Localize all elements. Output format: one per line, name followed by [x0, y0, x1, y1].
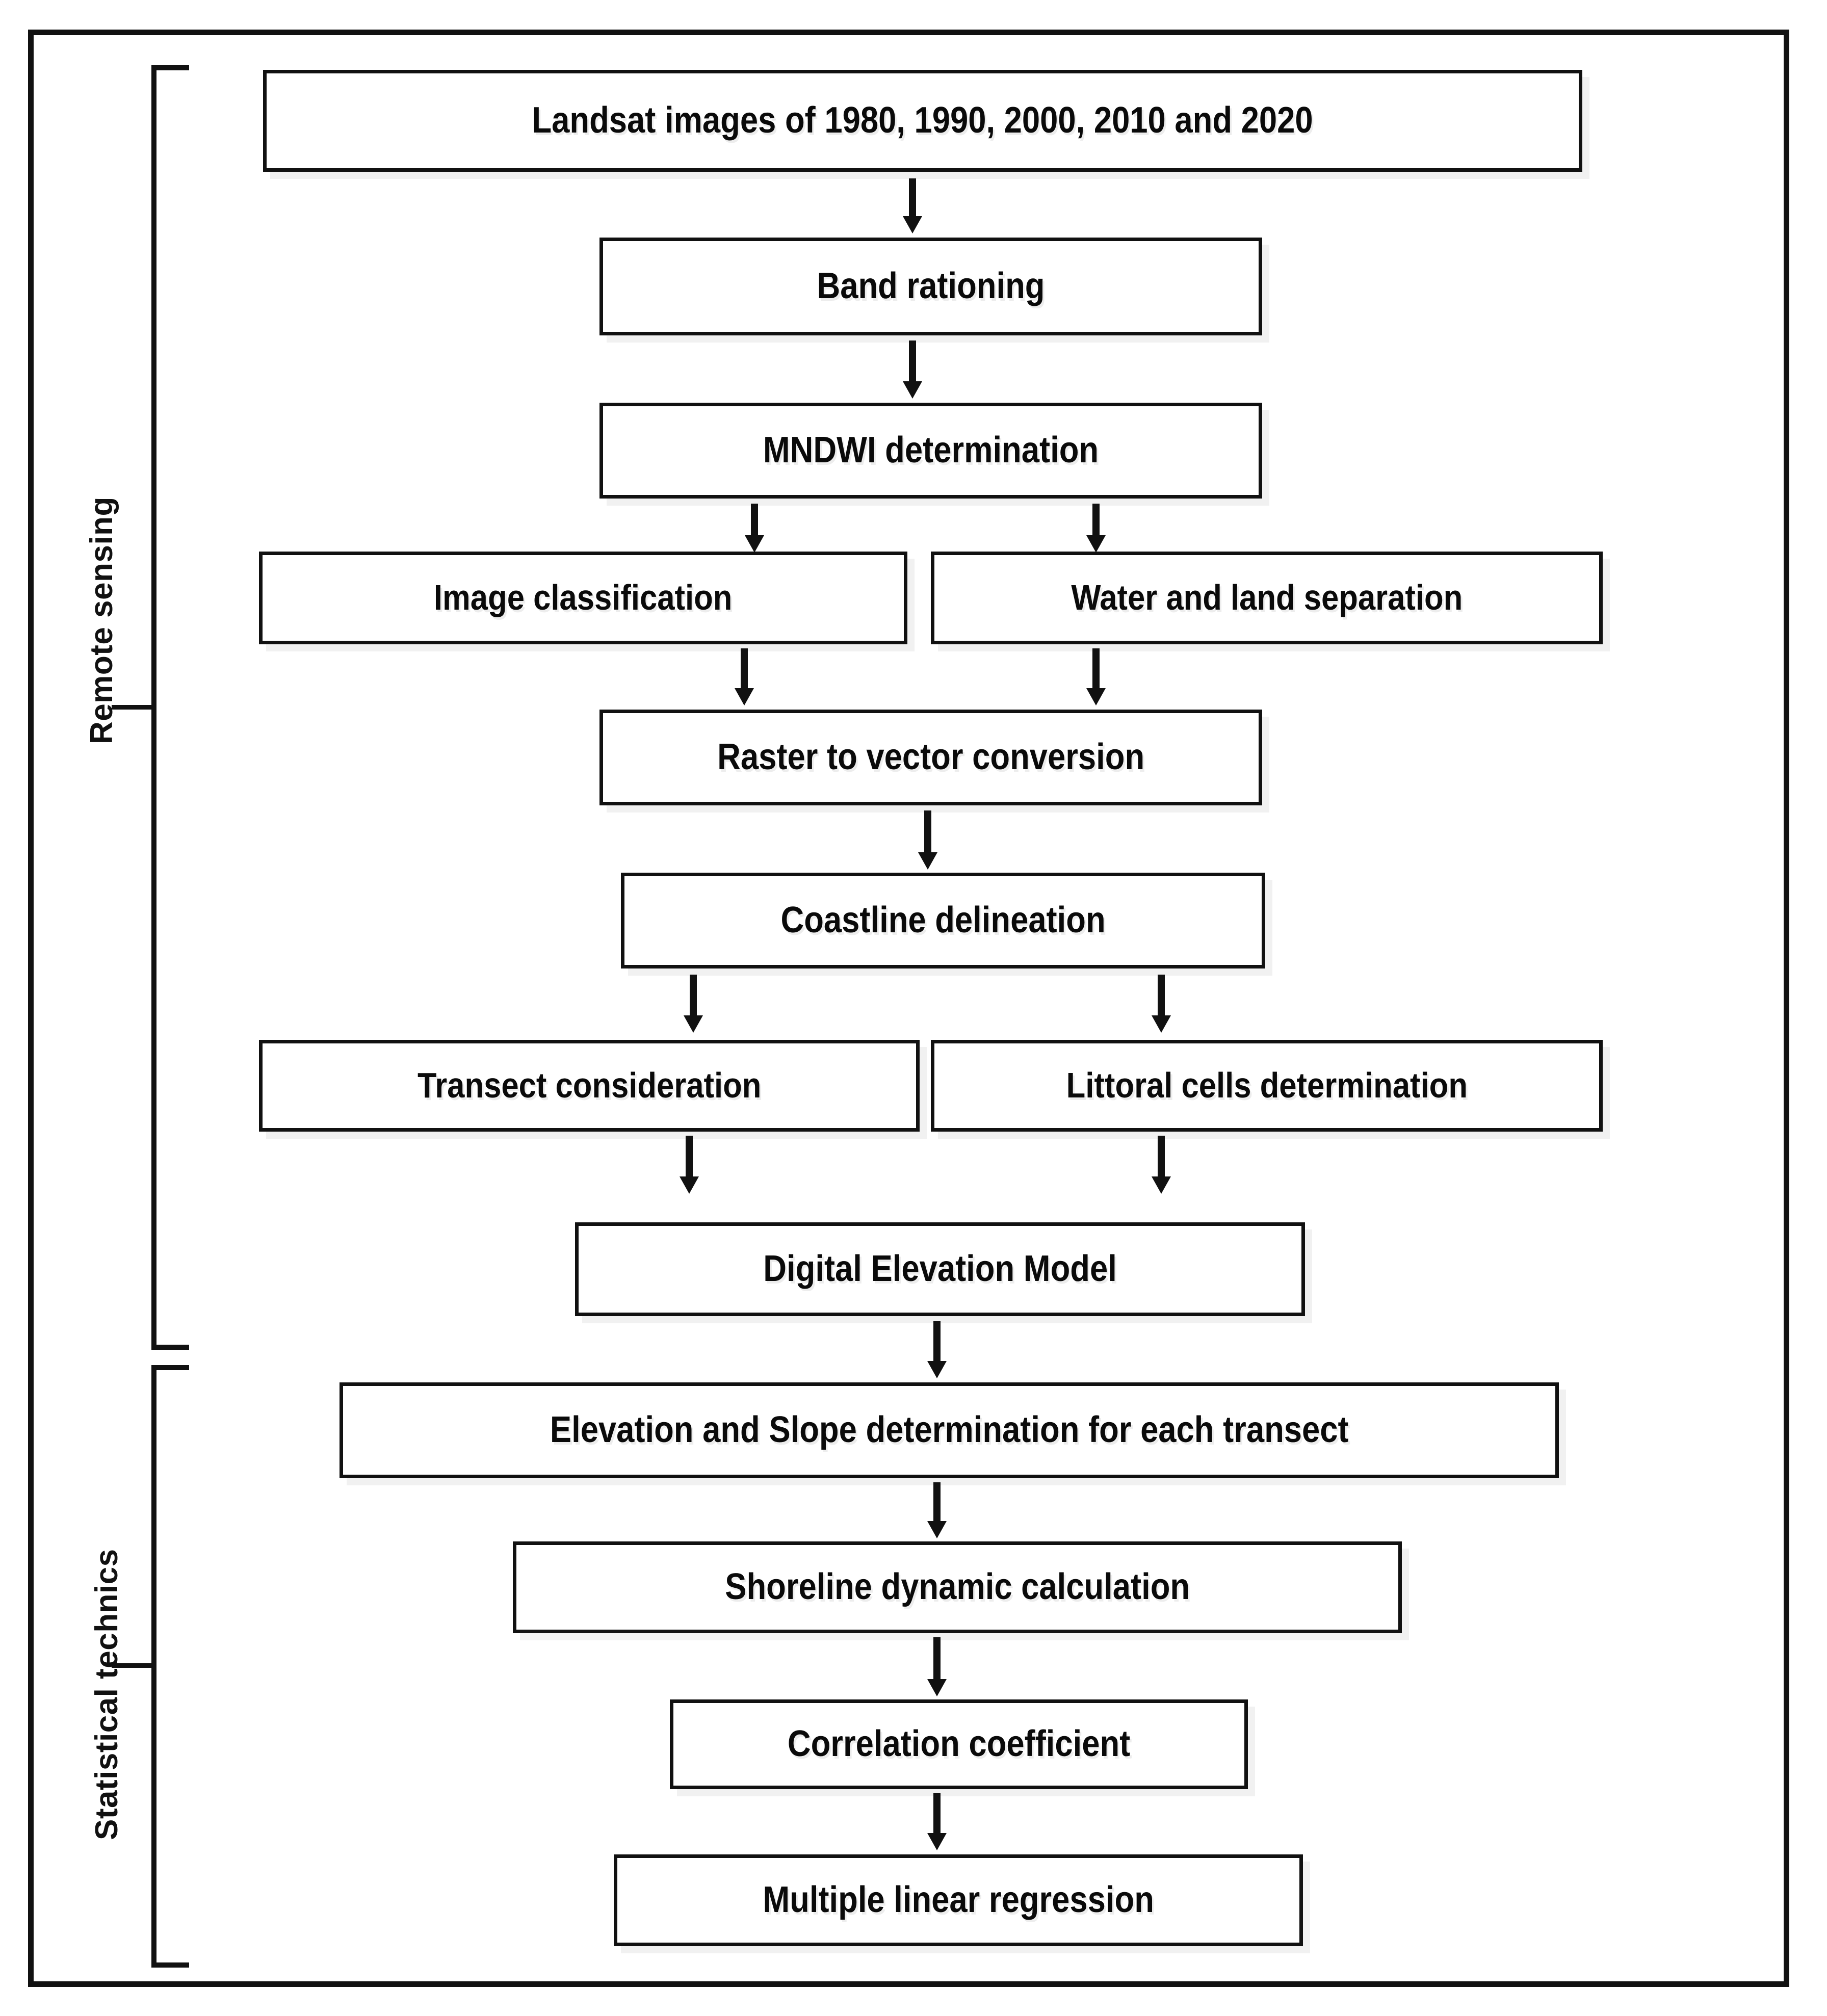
node-band-rationing[interactable]: Band rationing — [599, 238, 1262, 335]
edge-band-rationing-to-mndwi — [902, 341, 923, 399]
node-image-classification[interactable]: Image classification — [259, 552, 907, 644]
node-coastline-delineation[interactable]: Coastline delineation — [621, 873, 1265, 968]
figure-outer-frame — [28, 30, 1789, 1987]
edge-shoreline-to-correlation — [927, 1637, 947, 1696]
brace-statistical-technics — [112, 1365, 189, 1968]
node-digital-elevation-model[interactable]: Digital Elevation Model — [575, 1222, 1305, 1316]
brace-stub-top — [151, 1365, 189, 1370]
edge-water-land-to-raster — [1086, 648, 1106, 705]
node-water-land-separation[interactable]: Water and land separation — [931, 552, 1603, 644]
node-landsat-images[interactable]: Landsat images of 1980, 1990, 2000, 2010… — [263, 70, 1582, 172]
brace-mid-pointer — [112, 705, 155, 710]
node-raster-to-vector[interactable]: Raster to vector conversion — [599, 710, 1262, 805]
brace-stub-bottom — [151, 1962, 189, 1968]
brace-remote-sensing — [112, 65, 189, 1350]
edge-raster-to-coastline — [918, 810, 938, 870]
node-shoreline-dynamic[interactable]: Shoreline dynamic calculation — [513, 1541, 1402, 1633]
group-label-remote-sensing: Remote sensing — [84, 496, 119, 744]
edge-dem-to-elevation-slope — [927, 1321, 947, 1378]
edge-image-classification-to-raster — [734, 648, 754, 705]
edge-landsat-to-band-rationing — [902, 178, 923, 233]
node-correlation-coefficient[interactable]: Correlation coefficient — [670, 1699, 1248, 1789]
node-littoral-cells[interactable]: Littoral cells determination — [931, 1040, 1603, 1132]
node-multiple-linear-regression[interactable]: Multiple linear regression — [614, 1854, 1303, 1946]
node-elevation-slope[interactable]: Elevation and Slope determination for ea… — [340, 1382, 1559, 1478]
edge-elevation-slope-to-shoreline — [927, 1482, 947, 1538]
brace-mid-pointer — [112, 1663, 155, 1668]
edge-coastline-to-littoral — [1151, 975, 1171, 1033]
node-transect-consideration[interactable]: Transect consideration — [259, 1040, 920, 1132]
edge-littoral-to-dem — [1151, 1136, 1171, 1194]
edge-correlation-to-regression — [927, 1793, 947, 1850]
edge-transect-to-dem — [679, 1136, 699, 1194]
edge-coastline-to-transect — [683, 975, 703, 1033]
brace-stub-bottom — [151, 1345, 189, 1350]
node-mndwi-determination[interactable]: MNDWI determination — [599, 403, 1262, 499]
brace-stub-top — [151, 65, 189, 70]
edge-mndwi-to-water-land-separation — [1086, 504, 1106, 553]
group-label-statistical-technics: Statistical technics — [89, 1549, 124, 1840]
edge-mndwi-to-image-classification — [744, 504, 765, 553]
